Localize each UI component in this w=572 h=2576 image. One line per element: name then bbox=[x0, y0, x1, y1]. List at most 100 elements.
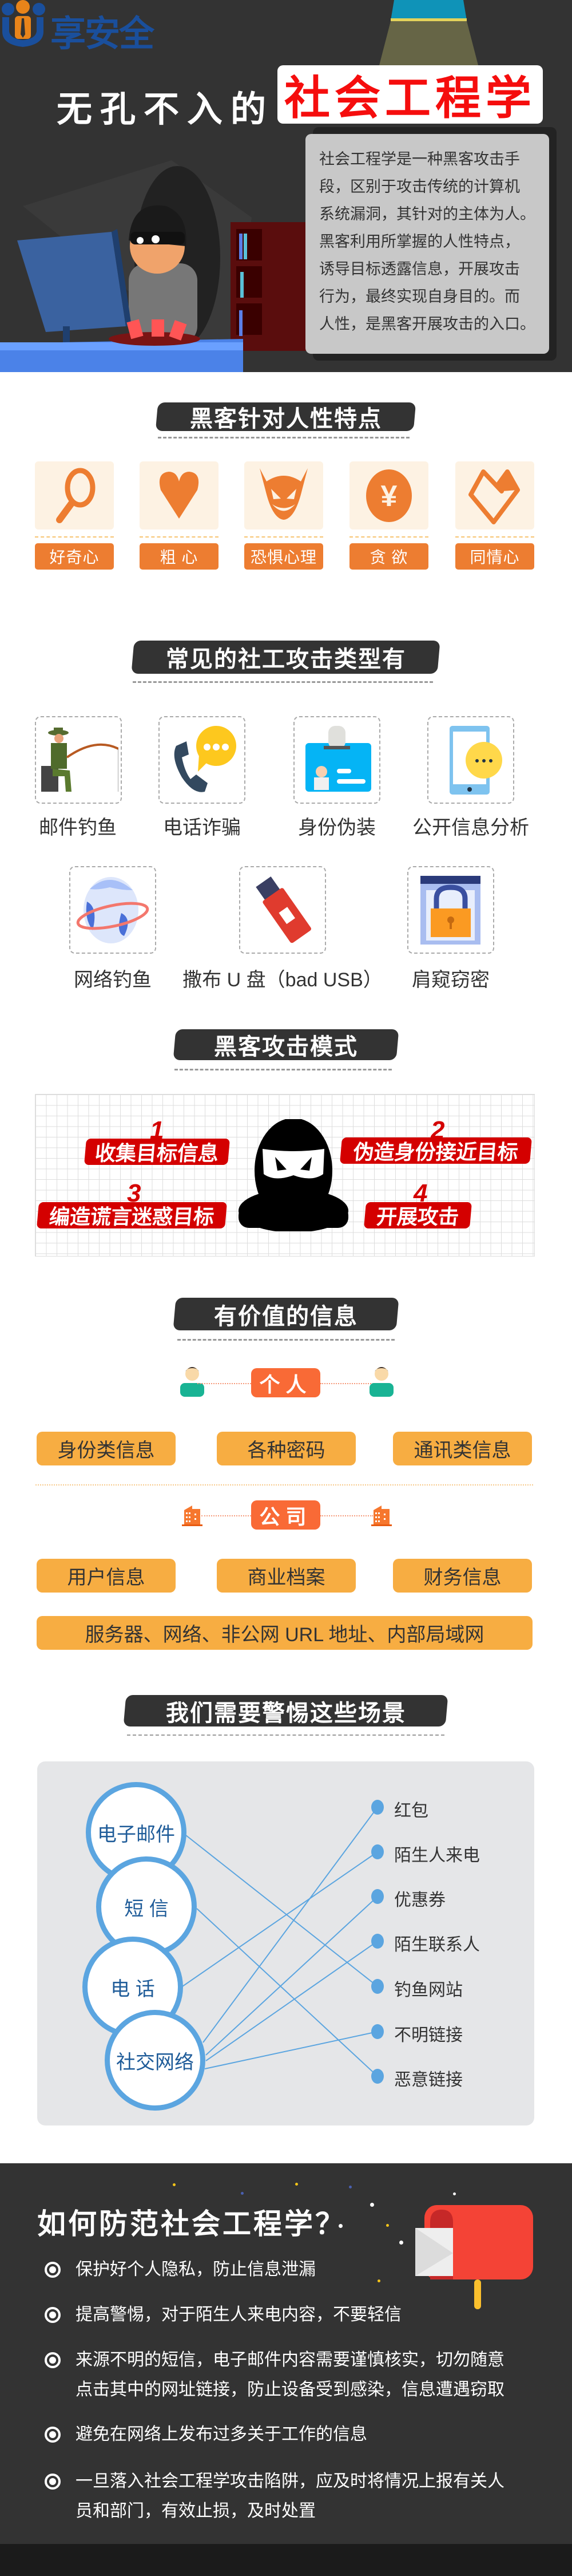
trait-card-greed: ¥ bbox=[349, 461, 428, 530]
trait-label: 同情心 bbox=[455, 543, 534, 570]
description-line: 黑客利用所掌握的人性特点， bbox=[319, 233, 520, 250]
description-line: 诱导目标透露信息，开展攻击 bbox=[319, 260, 520, 278]
description-line: 段，区别于攻击传统的计算机 bbox=[319, 178, 520, 195]
traits-heading-text: 黑客针对人性特点 bbox=[189, 406, 382, 432]
divider bbox=[455, 536, 534, 538]
prevention-item-text: 员和部门，有效止损，及时处置 bbox=[76, 2502, 316, 2520]
bullet-dot bbox=[49, 2478, 56, 2485]
devil-icon bbox=[260, 468, 308, 520]
logo-text: 享安全 bbox=[50, 14, 154, 54]
info-item: 财务信息 bbox=[393, 1559, 532, 1593]
threat-label: 恶意链接 bbox=[394, 2071, 463, 2089]
valuable-info-heading: 有价值的信息 bbox=[173, 1298, 399, 1330]
threat-dot-icon bbox=[371, 1979, 384, 1994]
trait-card-sympathy bbox=[455, 461, 534, 530]
prevention-item-text: 提高警惕，对于陌生人来电内容，不要轻信 bbox=[76, 2305, 402, 2324]
star-icon bbox=[370, 2203, 374, 2207]
divider bbox=[133, 681, 433, 683]
attack-type-card bbox=[35, 716, 122, 804]
hero-title-highlight: 社会工程学 bbox=[284, 73, 536, 124]
threat-dot-icon bbox=[371, 1800, 384, 1815]
info-item: 身份类信息 bbox=[37, 1432, 176, 1465]
mailbox-icon bbox=[415, 2205, 533, 2309]
divider bbox=[127, 1735, 444, 1736]
divider bbox=[244, 536, 323, 538]
ninja-hacker-icon bbox=[239, 1119, 348, 1231]
info-item: 用户信息 bbox=[37, 1559, 176, 1593]
attack-type-card bbox=[158, 716, 245, 804]
yen-coin-icon: ¥ bbox=[366, 469, 412, 522]
trait-label: 好奇心 bbox=[35, 543, 114, 570]
trait-card-fear bbox=[244, 461, 323, 530]
info-item: 各种密码 bbox=[217, 1432, 356, 1465]
scenarios-heading: 我们需要警惕这些场景 bbox=[123, 1695, 448, 1726]
radio-bullet-icon bbox=[45, 2262, 61, 2278]
step-label: 伪造身份接近目标 bbox=[339, 1137, 533, 1164]
valuable-info-heading-text: 有价值的信息 bbox=[214, 1303, 358, 1329]
logo-icon bbox=[2, 0, 45, 47]
connector-line bbox=[320, 1383, 378, 1384]
hero-title-prefix: 无孔不入的 bbox=[57, 90, 275, 129]
threat-dot-icon bbox=[371, 1889, 384, 1904]
hero-title-box: 社会工程学 bbox=[277, 65, 543, 124]
divider bbox=[158, 437, 410, 438]
svg-text:¥: ¥ bbox=[381, 480, 398, 513]
prevention-item-text: 点击其中的网址链接，防止设备受到感染，信息遭遇窃取 bbox=[76, 2380, 505, 2399]
prevention-item-text: 避免在网络上发布过多关于工作的信息 bbox=[76, 2425, 367, 2444]
trait-card-curiosity bbox=[35, 461, 114, 530]
prevention-item-text: 来源不明的短信，电子邮件内容需要谨慎核实，切勿随意 bbox=[76, 2350, 505, 2369]
person-icon bbox=[370, 1367, 394, 1397]
usb-drive-icon bbox=[256, 876, 311, 943]
divider bbox=[35, 1484, 533, 1485]
trait-card-carelessness bbox=[140, 461, 219, 530]
attack-type-card bbox=[293, 716, 380, 804]
description-line: 社会工程学是一种黑客攻击手 bbox=[319, 151, 520, 168]
handshake-heart-icon bbox=[468, 469, 520, 524]
attack-type-label: 公开信息分析 bbox=[412, 817, 529, 839]
threat-label: 陌生联系人 bbox=[394, 1935, 480, 1954]
threat-label: 钓鱼网站 bbox=[394, 1981, 463, 2000]
trait-label: 贪 欲 bbox=[349, 543, 428, 570]
id-badge-icon bbox=[305, 725, 371, 792]
step-label: 开展攻击 bbox=[363, 1202, 472, 1228]
hero-description: 社会工程学是一种黑客攻击手 段，区别于攻击传统的计算机 系统漏洞，其针对的主体为… bbox=[305, 134, 549, 354]
divider bbox=[35, 536, 114, 538]
radio-bullet-icon bbox=[45, 2307, 61, 2323]
threat-dot-icon bbox=[371, 2069, 384, 2084]
company-pill: 公司 bbox=[251, 1500, 320, 1530]
star-icon bbox=[295, 2183, 298, 2186]
trait-label: 恐惧心理 bbox=[244, 543, 323, 570]
divider bbox=[349, 536, 428, 538]
bullet-dot bbox=[49, 2357, 56, 2364]
globe-icon bbox=[76, 876, 149, 943]
scenarios-heading-text: 我们需要警惕这些场景 bbox=[165, 1700, 406, 1726]
divider bbox=[177, 1339, 395, 1341]
channel-social: 社交网络 bbox=[105, 2010, 205, 2111]
heart-icon bbox=[159, 471, 199, 519]
radio-bullet-icon bbox=[45, 2427, 61, 2443]
star-icon bbox=[453, 2192, 456, 2195]
prevention-item-text: 一旦落入社会工程学攻击陷阱，应及时将情况上报有关人 bbox=[76, 2472, 505, 2491]
threat-label: 优惠券 bbox=[394, 1891, 446, 1910]
threat-dot-icon bbox=[371, 1934, 384, 1949]
threat-dot-icon bbox=[371, 2024, 384, 2039]
attack-type-card bbox=[427, 716, 514, 804]
footer-band bbox=[0, 2544, 572, 2576]
attack-type-label: 肩窥窃密 bbox=[412, 969, 490, 991]
person-icon bbox=[180, 1367, 204, 1397]
attack-type-card bbox=[69, 866, 156, 954]
attack-type-label: 邮件钓鱼 bbox=[39, 817, 117, 839]
step-label: 收集目标信息 bbox=[84, 1139, 231, 1165]
attack-type-card bbox=[407, 866, 494, 954]
bullet-dot bbox=[49, 2312, 56, 2318]
star-icon bbox=[339, 2224, 343, 2228]
attack-type-card bbox=[239, 866, 326, 954]
bullet-dot bbox=[49, 2431, 56, 2438]
connector-line bbox=[201, 1515, 251, 1516]
radio-bullet-icon bbox=[45, 2474, 61, 2490]
threat-label: 不明链接 bbox=[394, 2026, 463, 2045]
building-icon bbox=[182, 1506, 202, 1526]
traits-heading: 黑客针对人性特点 bbox=[155, 402, 416, 432]
fisherman-icon bbox=[41, 727, 118, 792]
star-icon bbox=[378, 2279, 380, 2282]
